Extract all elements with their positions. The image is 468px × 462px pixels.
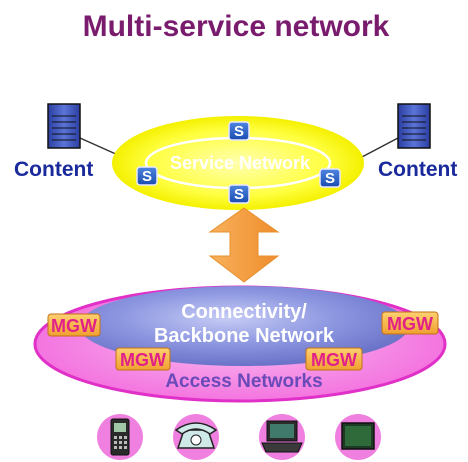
backbone-label-line2: Backbone Network (154, 325, 335, 347)
svg-text:S: S (142, 168, 152, 185)
right-server-icon (397, 103, 431, 149)
right-content-label: Content (378, 158, 457, 181)
right-content-link (359, 137, 399, 159)
svg-text:MGW: MGW (120, 350, 166, 370)
diagram-title: Multi-service network (83, 10, 390, 43)
svg-text:S: S (234, 186, 244, 203)
gateway-bottom-right: MGW (305, 347, 363, 371)
tablet-icon (335, 414, 381, 460)
service-node-left: S (136, 166, 158, 186)
svg-text:MGW: MGW (387, 314, 433, 334)
laptop-icon (259, 414, 305, 460)
service-node-right: S (319, 168, 341, 188)
gateway-bottom-left: MGW (115, 347, 171, 371)
svg-text:S: S (234, 123, 244, 140)
svg-text:S: S (325, 170, 335, 187)
telephone-icon (173, 414, 219, 460)
left-server-icon (47, 103, 81, 149)
gateway-right: MGW (381, 311, 439, 335)
bidirectional-arrow-icon (208, 207, 280, 283)
access-networks-label: Access Networks (165, 371, 322, 392)
left-content-link (79, 137, 119, 156)
backbone-label-line1: Connectivity/ (181, 301, 307, 323)
backbone-network (79, 286, 409, 366)
service-node-bottom: S (228, 184, 250, 204)
svg-text:MGW: MGW (51, 316, 97, 336)
left-content-label: Content (14, 158, 93, 181)
gateway-left: MGW (47, 313, 101, 337)
svg-text:MGW: MGW (311, 350, 357, 370)
service-node-top: S (228, 121, 250, 141)
service-network-label: Service Network (170, 153, 311, 173)
mobile-phone-icon (97, 414, 143, 460)
